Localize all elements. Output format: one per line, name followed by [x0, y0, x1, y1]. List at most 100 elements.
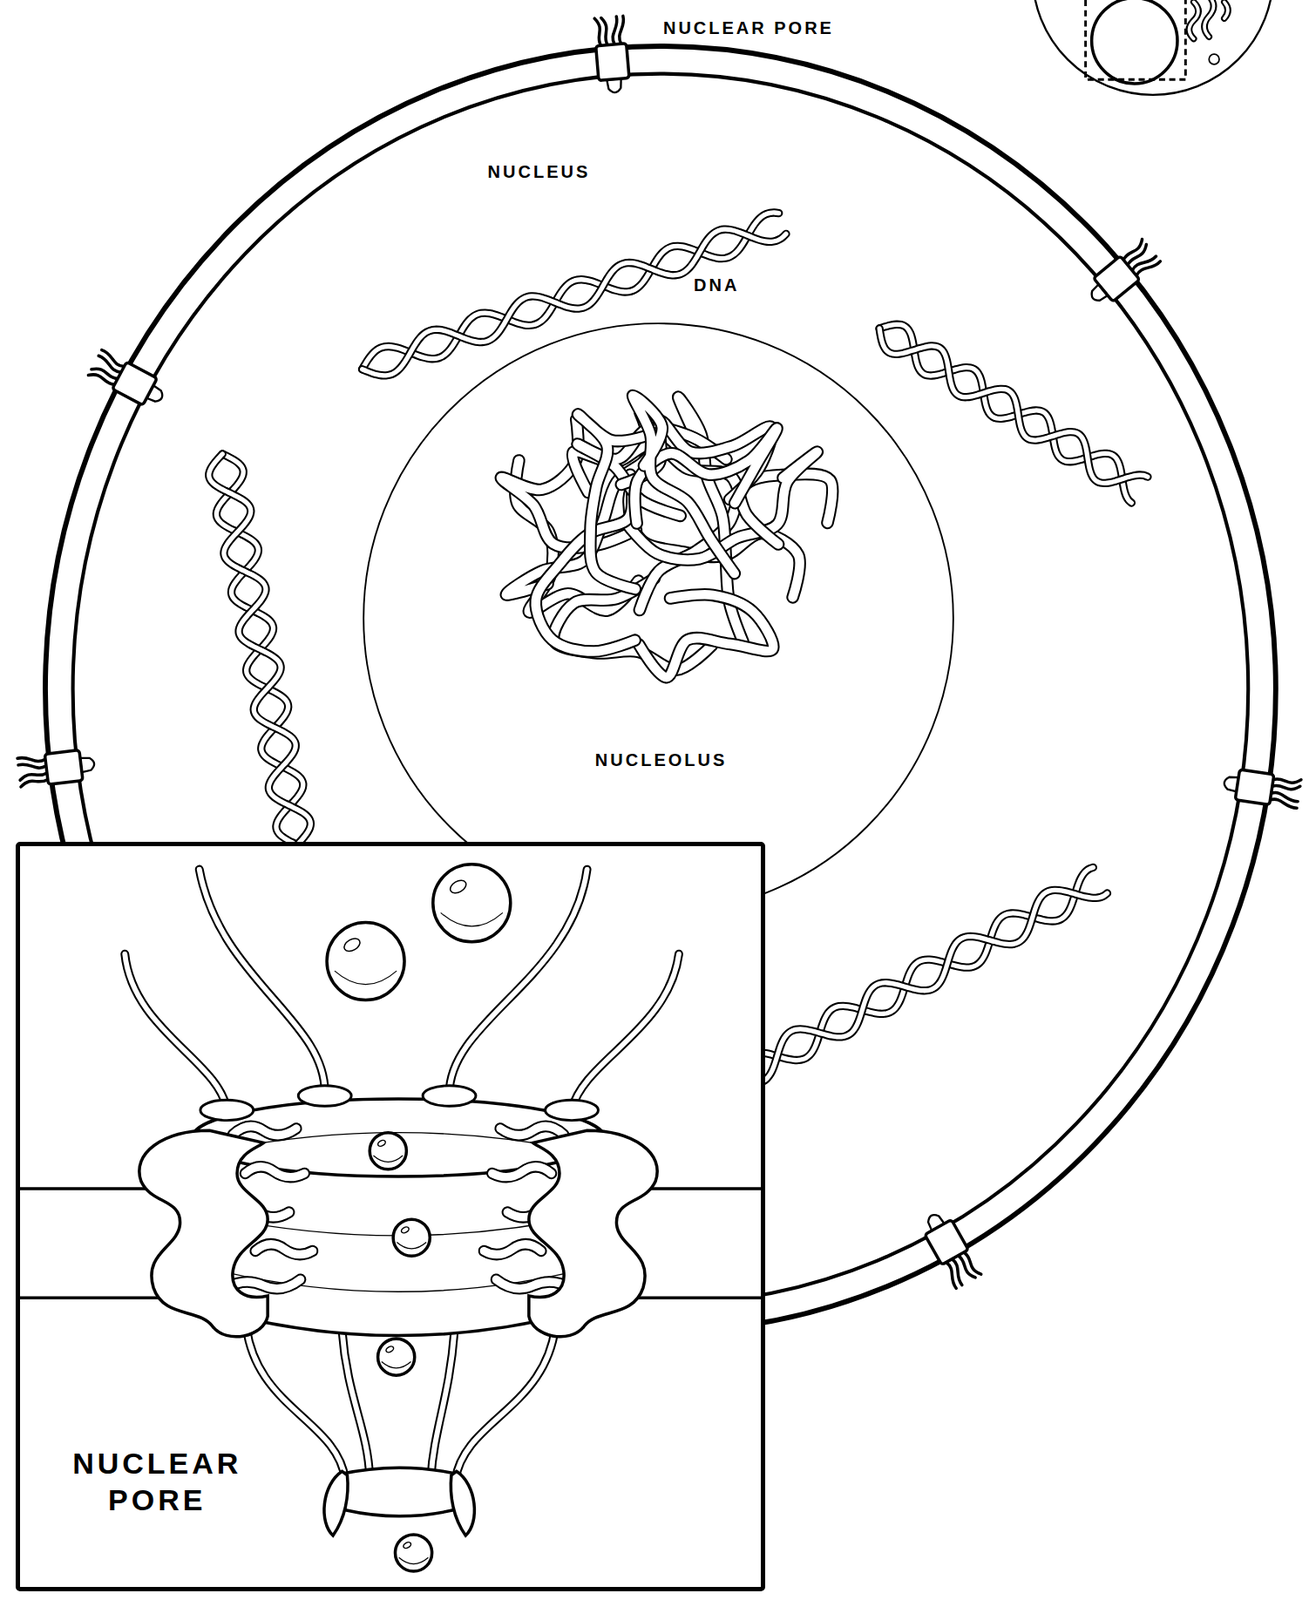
terminal-ring-knob: [450, 1471, 475, 1536]
pore-ring: [44, 749, 83, 785]
nuclear-pore-symbol: [1221, 766, 1302, 809]
dna-strand: [362, 229, 787, 376]
pore-filament: [617, 15, 625, 44]
dna-strand-outline: [362, 229, 787, 376]
chromatin-strand-outline: [577, 413, 655, 590]
terminal-ring-knob: [324, 1471, 348, 1536]
pore-filament: [594, 17, 602, 46]
filament-anchor: [544, 1099, 598, 1120]
fg-repeat: [244, 1166, 305, 1178]
part-label: NUCLEAR PORE: [663, 19, 835, 37]
vesicle: [1208, 54, 1220, 65]
er-squiggle-outline: [1224, 1, 1228, 19]
fg-repeat: [500, 1125, 564, 1135]
pore-spoke: [528, 1130, 657, 1337]
fg-repeat-outline: [244, 1166, 305, 1178]
pore-filament: [1271, 781, 1300, 791]
region-label: NUCLEAR PORE: [52, 1444, 262, 1520]
pore-filament: [88, 371, 115, 388]
pore-filament: [90, 365, 117, 382]
chromatin-strand: [577, 413, 655, 590]
sphere-shade: [334, 970, 397, 985]
pore-band: [203, 1267, 592, 1292]
basket-filament: [454, 1315, 557, 1479]
sphere-shade: [440, 912, 502, 927]
sphere-shade: [398, 1557, 428, 1564]
filament-anchor: [422, 1085, 476, 1106]
chromatin-tangle: [501, 395, 833, 678]
sphere-highlight: [341, 935, 362, 955]
sphere-shade: [373, 1155, 403, 1162]
cytoplasmic-filament-outline: [571, 954, 679, 1111]
cargo-sphere: [326, 922, 405, 1000]
filament-anchor: [199, 1099, 253, 1120]
pore-filament: [19, 772, 48, 780]
sphere-outline: [394, 1534, 432, 1572]
membrane-line: [622, 1295, 761, 1300]
region-label: NUCLEOLUS: [595, 751, 727, 769]
fg-repeat-outline: [495, 1279, 570, 1289]
chromatin-strand-outline: [638, 594, 774, 678]
basket-filament-outline: [454, 1315, 557, 1479]
dna-helix: [362, 212, 787, 376]
cytoplasmic-ring: [191, 1098, 604, 1177]
pore-filament: [17, 760, 46, 770]
pore-filament: [1135, 257, 1161, 279]
basket-filament-outline: [341, 1331, 370, 1478]
zoom-frame: [1085, 0, 1187, 80]
cytoplasmic-filament-outline: [124, 954, 227, 1111]
pore-ring: [1092, 255, 1140, 301]
sphere-outline: [432, 864, 510, 943]
sphere-shade: [380, 1361, 411, 1368]
fg-repeat: [255, 1244, 313, 1255]
sphere-outline: [369, 1132, 407, 1169]
er-squiggle-outline: [1188, 1, 1199, 39]
er-squiggle-outline: [1204, 0, 1215, 37]
nucleolus-circle: NUCLEOLUS: [362, 322, 955, 915]
pore-ring: [924, 1219, 969, 1265]
dna-strand: [734, 889, 1108, 1084]
nucleolus-outline: [363, 323, 954, 914]
label-anchor: NUCLEAR PORE: [663, 19, 835, 37]
fg-repeat: [483, 1244, 542, 1255]
sphere-shade: [396, 1241, 427, 1248]
dna-strand-outline: [879, 328, 1148, 483]
fg-repeat: [491, 1166, 551, 1178]
pore-filament: [98, 349, 126, 368]
inset-panel: NUCLEAR PORE: [15, 841, 766, 1592]
filament-anchor: [298, 1085, 352, 1106]
pore-ring: [1234, 769, 1275, 806]
nuclear-pore-symbol: [593, 15, 631, 94]
pore-ring: [595, 42, 629, 81]
pore-filament: [600, 17, 608, 46]
sphere-highlight: [376, 1139, 387, 1148]
nucleolus-circle-outline: [362, 322, 955, 915]
basket-filament-outline: [244, 1315, 346, 1479]
dna-strand-outline: [734, 889, 1108, 1084]
sphere-highlight: [384, 1344, 394, 1354]
pore-filament: [942, 1261, 961, 1289]
fg-repeat: [495, 1279, 570, 1289]
nuclear-pore-symbol: [16, 747, 95, 787]
pore-filament: [1131, 251, 1157, 274]
cytoplasmic-filament: [124, 954, 227, 1111]
er-squiggle: [1188, 1, 1199, 39]
cargo-sphere: [393, 1219, 430, 1256]
fg-repeat-outline: [226, 1279, 300, 1289]
dna-helix: [734, 867, 1108, 1084]
dna-helix: [879, 324, 1148, 503]
pore-filament: [17, 754, 46, 764]
region-label: NUCLEUS: [488, 162, 591, 181]
sphere-outline: [393, 1219, 430, 1256]
pore-filament: [610, 16, 619, 45]
basket-filament: [244, 1315, 346, 1479]
pore-filament: [1120, 238, 1146, 260]
fg-repeat-outline: [491, 1166, 551, 1178]
fg-repeat: [226, 1279, 300, 1289]
nuclear-pore-symbol: [917, 1207, 982, 1289]
part-label: DNA: [693, 276, 740, 294]
cargo-sphere: [369, 1132, 407, 1169]
pore-filament: [1268, 798, 1297, 808]
fg-repeat-outline: [255, 1244, 313, 1255]
chromatin-strand: [632, 395, 735, 574]
